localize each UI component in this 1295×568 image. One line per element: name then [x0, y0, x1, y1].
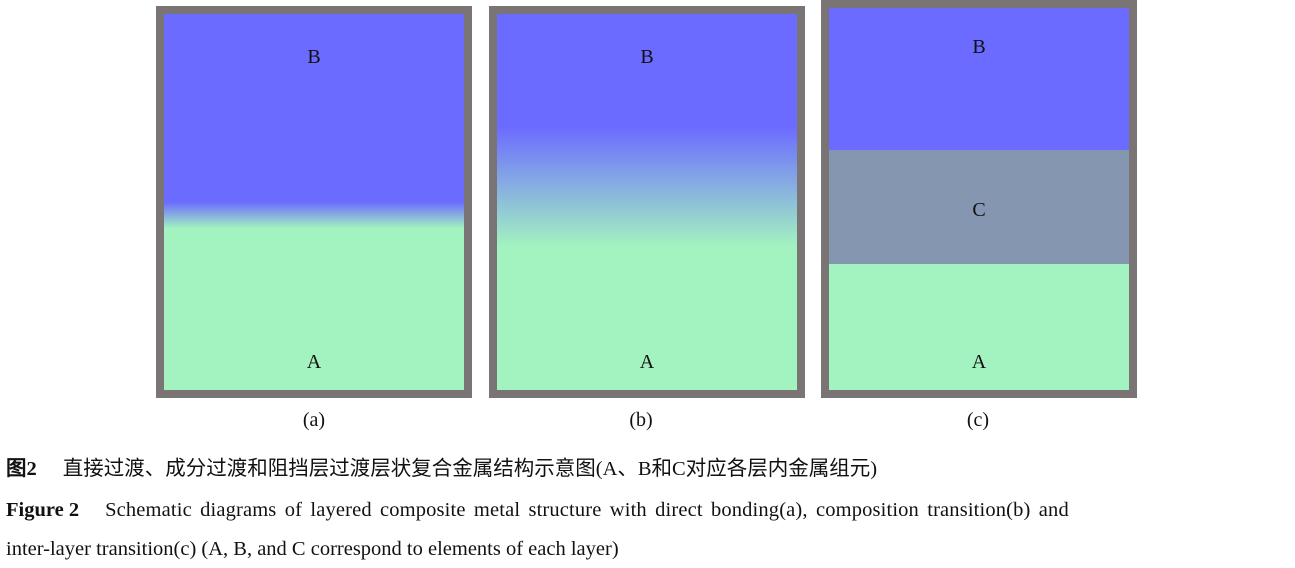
caption-text-en-line1: Schematic diagrams of layered composite … [105, 499, 1069, 521]
layer-label-c: C [972, 199, 986, 221]
layer-c-band [829, 150, 1129, 264]
caption-figure-label-cn: 图2 [6, 458, 37, 480]
layer-gradient-sharp [164, 14, 464, 390]
panel-composition-transition: B A [489, 6, 805, 398]
layer-label-a: A [306, 351, 322, 373]
subcaption-a: (a) [302, 409, 326, 431]
layer-b-band [829, 8, 1129, 150]
layer-label-a: A [639, 351, 655, 373]
caption-text-en-line2: inter-layer transition(c) (A, B, and C c… [6, 538, 619, 560]
subcaption-b: (b) [629, 409, 653, 431]
panel-direct-bonding: B A [156, 6, 472, 398]
panel-inter-layer-transition: B C A [821, 0, 1137, 398]
layer-label-b: B [972, 36, 986, 58]
layer-label-b: B [307, 46, 321, 68]
layer-label-b: B [640, 46, 654, 68]
layer-label-a: A [971, 351, 987, 373]
layer-a-band [829, 264, 1129, 390]
caption-text-cn: 直接过渡、成分过渡和阻挡层过渡层状复合金属结构示意图(A、B和C对应各层内金属组… [62, 458, 878, 480]
subcaption-c: (c) [966, 409, 990, 431]
layer-gradient-smooth [497, 14, 797, 390]
caption-english-line1: Figure 2 Schematic diagrams of layered co… [6, 497, 1288, 523]
caption-english-line2: inter-layer transition(c) (A, B, and C c… [6, 536, 619, 562]
caption-figure-label-en: Figure 2 [6, 499, 80, 521]
caption-chinese: 图2 直接过渡、成分过渡和阻挡层过渡层状复合金属结构示意图(A、B和C对应各层内金… [6, 456, 877, 482]
